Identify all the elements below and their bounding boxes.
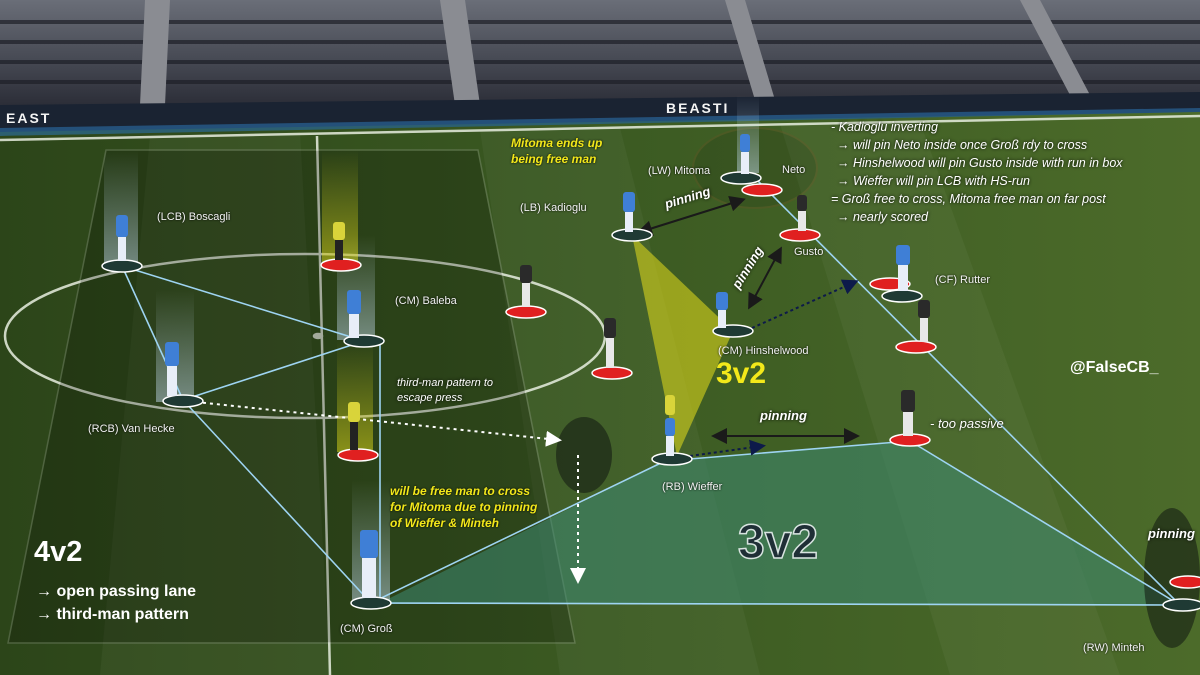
- player-label-lw: (LW) Mitoma: [648, 165, 711, 177]
- run-arrow-wieffer: [689, 439, 766, 457]
- note-line: → Hinshelwood will pin Gusto inside with…: [837, 156, 1123, 170]
- overload-label-mid: 3v2: [737, 515, 819, 570]
- note-line: → will pin Neto inside once Groß rdy to …: [837, 138, 1088, 152]
- annotation-mitoma-free-line-2: being free man: [511, 152, 597, 166]
- note-line: - Kadioglu inverting: [831, 120, 939, 134]
- mid-overload-triangle: [632, 235, 733, 456]
- annotation-free-cross-line-3: of Wieffer & Minteh: [390, 516, 500, 530]
- pinning-label-3: pinning: [760, 408, 807, 423]
- note-line: → Wieffer will pin LCB with HS-run: [837, 174, 1030, 188]
- player-label-rw: (RW) Minteh: [1083, 642, 1145, 654]
- left-zone-point-2: → third-man pattern: [36, 606, 189, 623]
- annotation-too-passive: - too passive: [930, 416, 1004, 431]
- opponent-player-figures: [333, 195, 930, 450]
- note-line: = Groß free to cross, Mitoma free man on…: [831, 192, 1106, 206]
- annotation-third-man-line-1: third-man pattern to: [397, 377, 493, 389]
- pin-arrow-kadioglu: [636, 195, 746, 237]
- passing-lines: [121, 177, 1181, 606]
- box-overload-zone: [380, 441, 1180, 605]
- annotation-mitoma-free-line-1: Mitoma ends up: [511, 136, 603, 150]
- player-label-cm-gross: (CM) Groß: [340, 623, 393, 635]
- annotation-free-cross-line-2: for Mitoma due to pinning: [390, 500, 538, 514]
- left-zone-point-1: → open passing lane: [36, 583, 197, 600]
- player-label-neto: Neto: [782, 164, 806, 176]
- annotation-free-cross-line-1: will be free man to cross: [390, 484, 531, 498]
- target-zone-left: [556, 417, 612, 493]
- stands: [0, 0, 1200, 108]
- player-label-lb: (LB) Kadioglu: [520, 202, 587, 214]
- ad-boards: [0, 92, 1200, 132]
- player-label-cm-hinshelwood: (CM) Hinshelwood: [718, 345, 809, 357]
- overload-label-box: 3v2: [716, 357, 767, 390]
- player-label-cm-baleba: (CM) Baleba: [395, 295, 457, 307]
- third-man-run-arrow: [195, 401, 562, 447]
- note-line: → nearly scored: [837, 210, 929, 224]
- target-zone-right: [1144, 508, 1200, 648]
- player-label-gusto: Gusto: [794, 246, 824, 258]
- player-label-lcb: (LCB) Boscagli: [157, 211, 231, 223]
- pinning-label-4: pinning: [1148, 526, 1195, 541]
- run-arrow-hinshelwood: [751, 279, 859, 329]
- ad-board-text-center: BEASTI: [666, 100, 730, 116]
- player-label-rb: (RB) Wieffer: [662, 481, 723, 493]
- stairways: [140, 0, 1090, 105]
- ad-boards-strip: [0, 108, 1200, 136]
- tactical-notes: - Kadioglu inverting → will pin Neto ins…: [831, 118, 1123, 226]
- player-label-rcb: (RCB) Van Hecke: [88, 423, 175, 435]
- player-label-cf: (CF) Rutter: [935, 274, 990, 286]
- crowd-texture: [0, 20, 1200, 84]
- team-player-figures: [116, 134, 910, 598]
- pin-arrow-hinshelwood: [748, 246, 782, 310]
- annotation-third-man-line-2: escape press: [397, 392, 463, 404]
- ad-board-text-left: EAST: [6, 110, 52, 126]
- author-handle: @FalseCB_: [1070, 359, 1159, 376]
- left-zone-title: 4v2: [34, 536, 83, 568]
